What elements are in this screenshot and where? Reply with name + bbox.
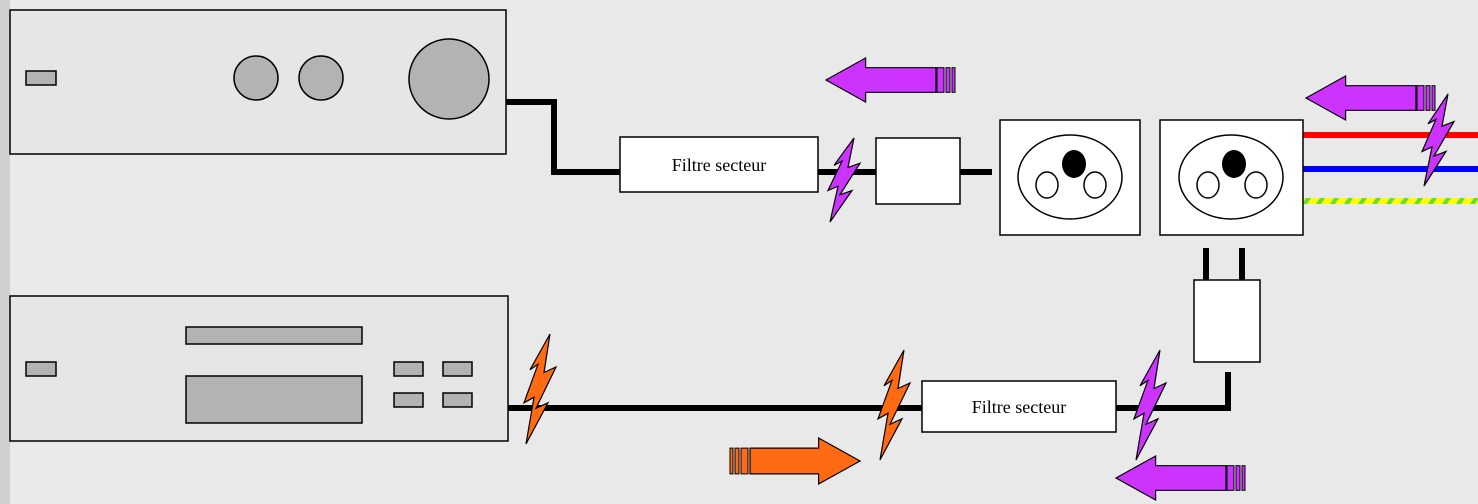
lightning-bolt-icon xyxy=(826,137,862,223)
lightning-bolt-icon xyxy=(522,333,558,445)
cable-filter-to-adapter xyxy=(1116,372,1231,411)
plug-icon xyxy=(875,137,961,205)
cd-player-button xyxy=(442,361,473,377)
arrow-tail-stripe xyxy=(1226,465,1235,491)
lightning-bolt-icon xyxy=(1420,93,1456,187)
arrow-tail-stripe xyxy=(945,67,951,93)
phase-wire xyxy=(1303,132,1478,138)
arrow-body xyxy=(749,436,862,486)
arrow-body xyxy=(1114,454,1227,502)
amplifier-display xyxy=(25,70,57,86)
arrow-tail-stripe xyxy=(734,447,740,475)
mains-filter-top: Filtre secteur xyxy=(619,136,819,193)
amplifier-cable xyxy=(506,99,620,175)
arrow-tail-stripe xyxy=(1431,85,1436,111)
wall-socket-icon xyxy=(1159,119,1304,236)
arrow-icon xyxy=(1304,74,1436,122)
arrow-tail-stripe xyxy=(951,67,956,93)
amplifier-knob-1 xyxy=(233,55,279,101)
cd-player-power-button xyxy=(25,361,57,377)
arrow-icon xyxy=(824,56,956,104)
arrow-tail-stripe xyxy=(1416,85,1425,111)
filter-label: Filtre secteur xyxy=(972,397,1066,417)
arrow-body xyxy=(824,56,937,104)
amplifier-volume-knob xyxy=(408,38,490,120)
lightning-bolt-icon xyxy=(1132,349,1168,461)
socket-hole xyxy=(1196,171,1220,199)
mains-filter-bottom: Filtre secteur xyxy=(921,380,1117,433)
arrow-tail-stripe xyxy=(729,447,734,475)
filter-label: Filtre secteur xyxy=(672,155,766,175)
socket-earth-pin xyxy=(1222,150,1246,178)
socket-hole xyxy=(1083,171,1107,199)
cd-player-display xyxy=(185,375,363,424)
plug-icon xyxy=(1193,279,1261,363)
socket-hole xyxy=(1035,171,1059,199)
arrow-tail-stripe xyxy=(1241,465,1246,491)
cd-player-button xyxy=(393,392,424,408)
lightning-bolt-icon xyxy=(876,349,912,461)
earth-wire xyxy=(1303,198,1478,204)
interference-bolts xyxy=(522,93,1456,461)
cd-player-tray xyxy=(185,326,363,345)
arrow-tail-stripe xyxy=(740,447,749,475)
socket-earth-pin xyxy=(1062,150,1086,178)
arrow-tail-stripe xyxy=(936,67,945,93)
arrow-body xyxy=(1304,74,1417,122)
filter-box xyxy=(619,136,819,193)
wall-socket-icon xyxy=(999,119,1141,236)
amplifier-icon xyxy=(9,9,507,155)
amplifier-knob-2 xyxy=(298,55,344,101)
cd-player-button xyxy=(442,392,473,408)
arrow-tail-stripe xyxy=(1425,85,1431,111)
arrow-tail-stripe xyxy=(1235,465,1241,491)
arrow-icon xyxy=(1114,454,1246,502)
socket-hole xyxy=(1244,171,1268,199)
left-edge-strip xyxy=(0,0,10,504)
filter-box xyxy=(921,380,1117,433)
arrow-icon xyxy=(729,436,862,486)
neutral-wire xyxy=(1303,166,1478,172)
direction-arrows xyxy=(729,56,1436,502)
cd-player-icon xyxy=(9,295,509,442)
mains-wires xyxy=(1303,132,1478,204)
cd-player-button xyxy=(393,361,424,377)
